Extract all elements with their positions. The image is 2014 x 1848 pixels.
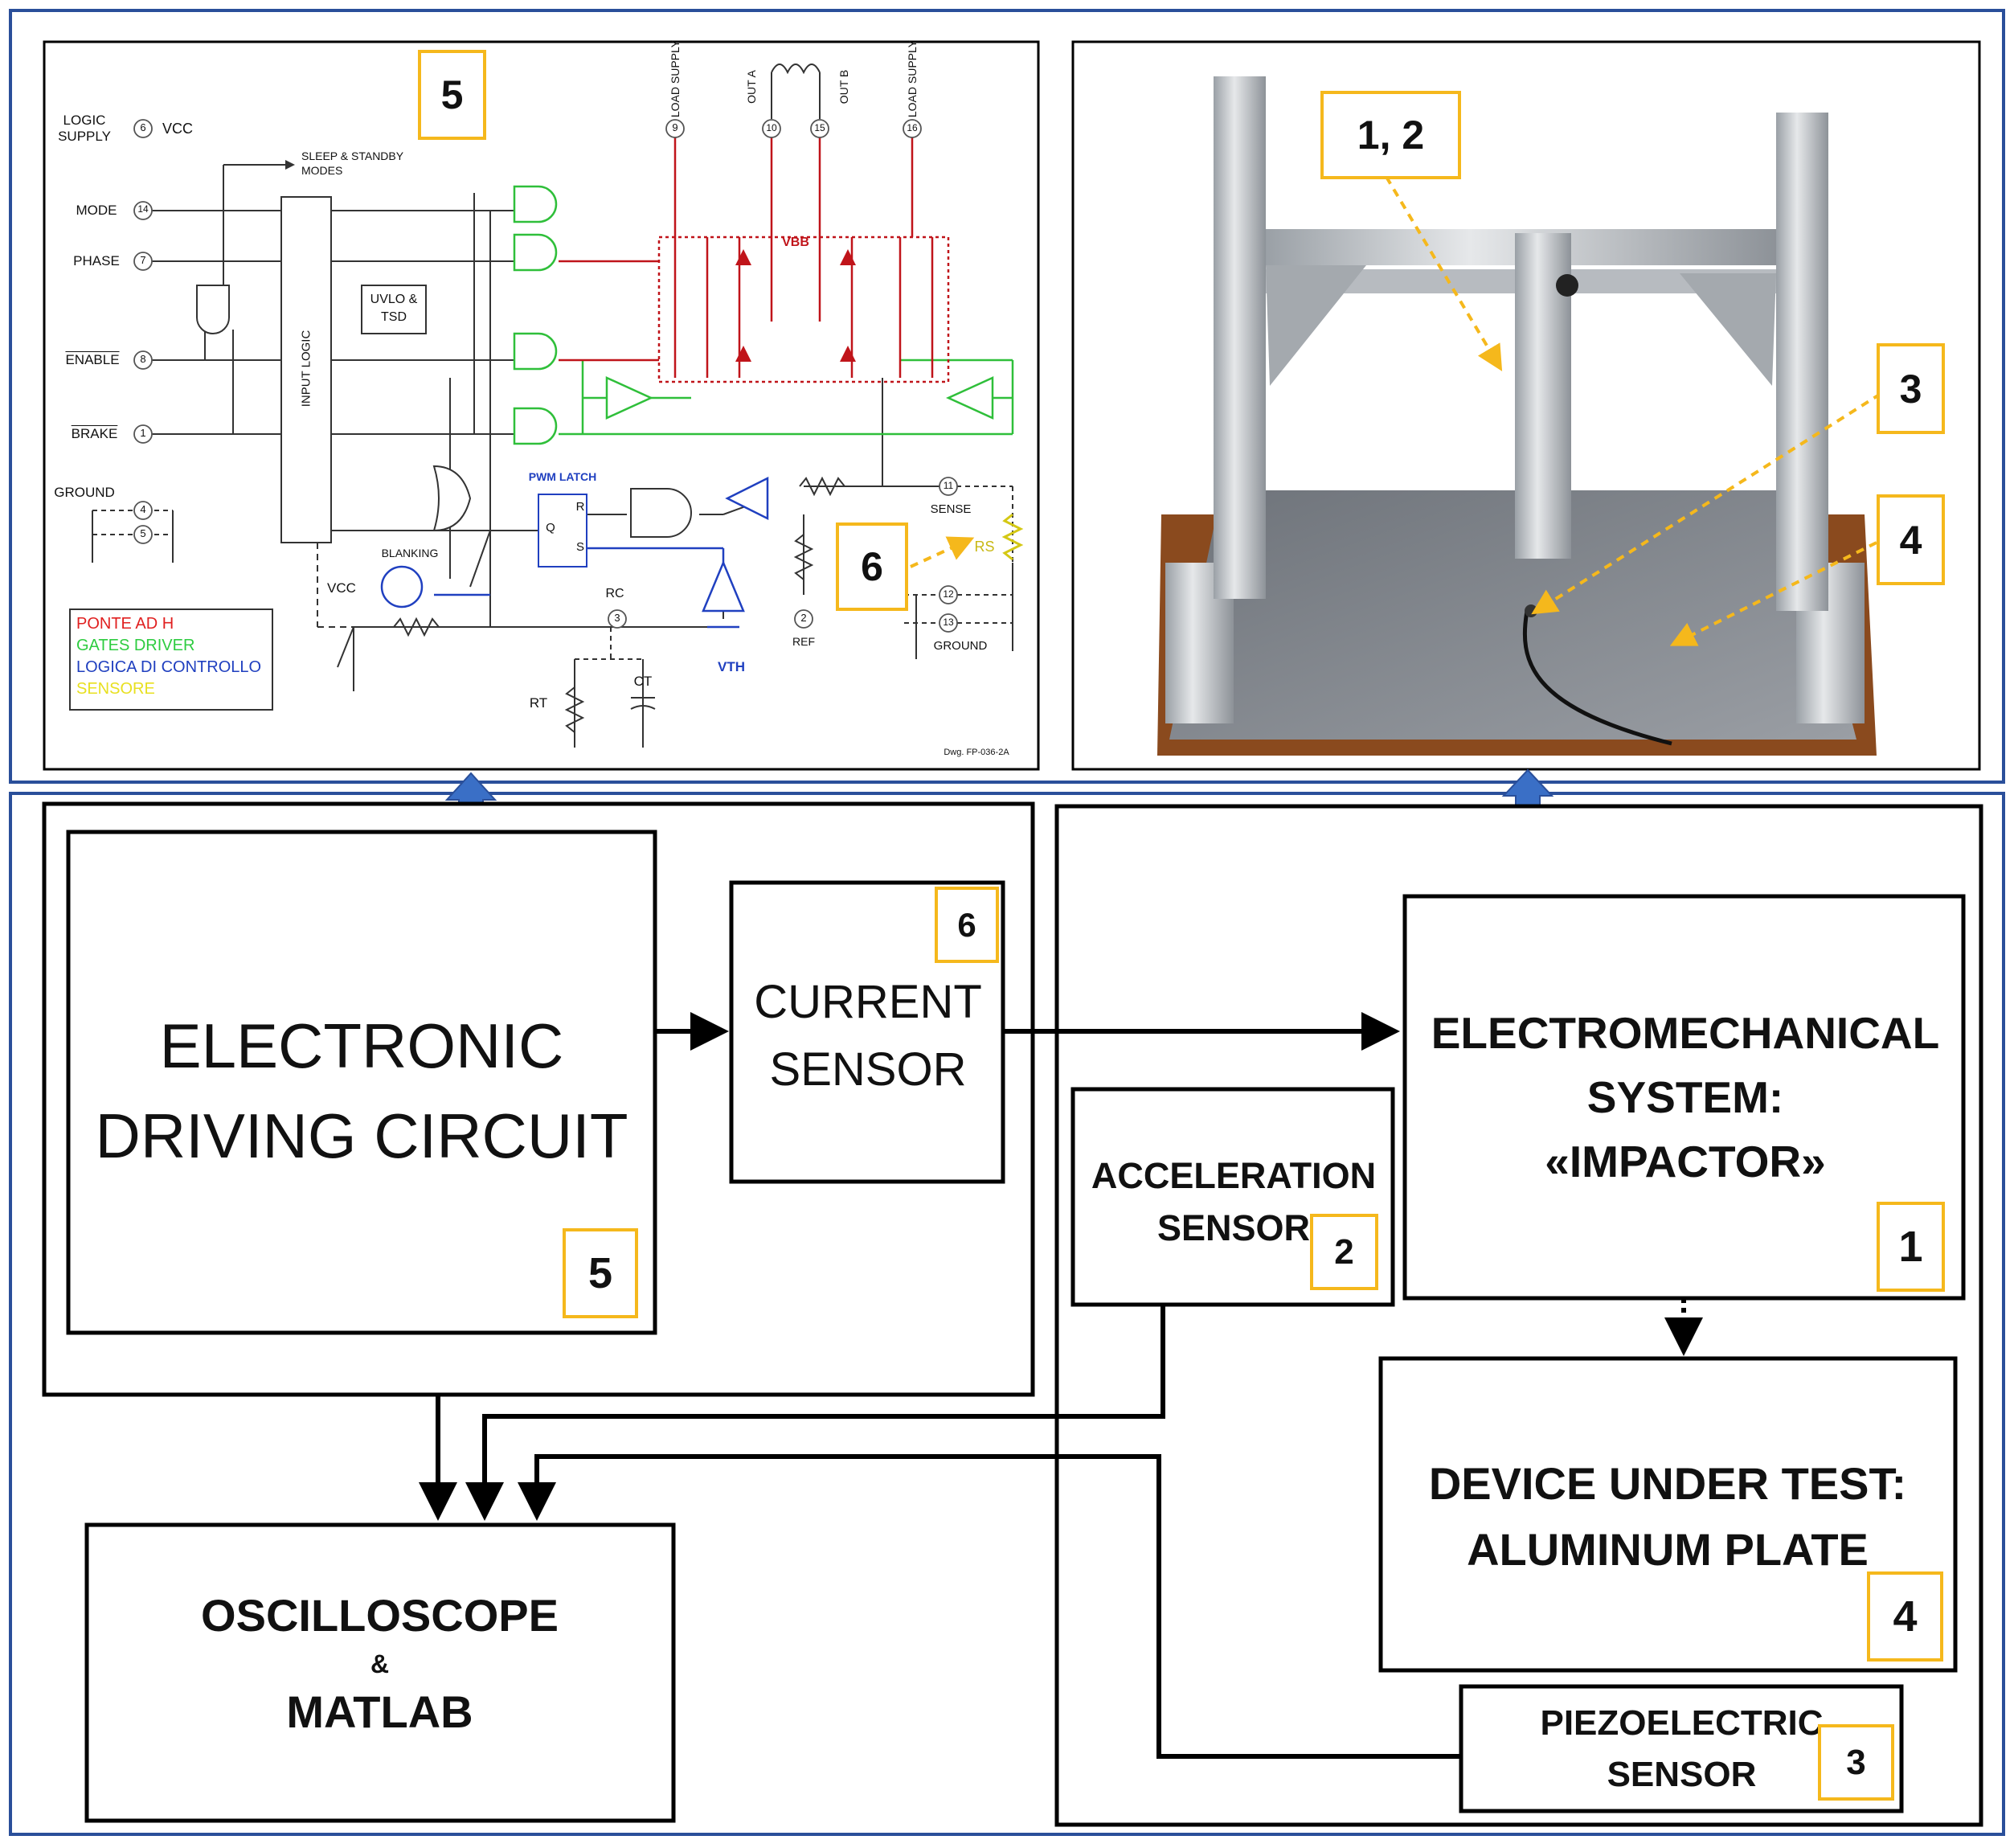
top-frame (9, 9, 2005, 784)
vcc-label: VCC (162, 121, 193, 137)
pin-9: 9 (672, 121, 678, 133)
sense-label: SENSE (930, 502, 972, 516)
latch-r-label: R (575, 500, 585, 514)
pin-11: 11 (943, 480, 954, 491)
mode-label: MODE (76, 203, 117, 218)
load-supply-1-label: LOAD SUPPLY (669, 39, 682, 118)
legend-entry-h-bridge: PONTE AD H (76, 615, 174, 633)
electromechanical-box (1402, 894, 1966, 1301)
acceleration-sensor-badge: 2 (1310, 1214, 1378, 1290)
device-under-test-title: DEVICE UNDER TEST: ALUMINUM PLATE (1428, 1458, 1907, 1575)
pin-14: 14 (137, 203, 149, 215)
pin-2: 2 (800, 612, 807, 624)
pin-8: 8 (140, 353, 146, 365)
dwg-label: Dwg. FP-036-2A (944, 748, 1009, 757)
circuit-sensor-badge: 6 (836, 522, 908, 611)
wire-accel-to-scope (465, 1305, 1165, 1521)
out-a-label: OUT A (745, 70, 758, 104)
electronic-driving-badge: 5 (563, 1228, 638, 1318)
input-logic-block (280, 196, 332, 543)
oscilloscope-title: OSCILLOSCOPE & MATLAB (201, 1590, 559, 1737)
callout-arrow-12 (1385, 175, 1503, 371)
pin-16: 16 (907, 122, 918, 133)
uvlo-label: UVLO & TSD (370, 293, 418, 324)
pwm-latch (538, 494, 587, 568)
blanking-label: BLANKING (381, 547, 439, 559)
vbb-label: VBB (782, 236, 809, 249)
legend-entry-gates: GATES DRIVER (76, 637, 195, 654)
acceleration-sensor-title: ACCELERATION SENSOR (1091, 1155, 1377, 1248)
vth-label: VTH (718, 659, 745, 674)
legend-entry-control: LOGICA DI CONTROLLO (76, 658, 262, 676)
latch-q-label: Q (546, 521, 555, 535)
circuit-badge: 5 (418, 50, 486, 140)
pwm-latch-label: PWM LATCH (528, 470, 597, 483)
load-supply-2-label: LOAD SUPPLY (906, 39, 919, 118)
photo-badge-3: 3 (1877, 343, 1945, 434)
sleep-label: SLEEP & STANDBY MODES (301, 150, 403, 177)
piezoelectric-badge: 3 (1818, 1724, 1894, 1801)
wire-piezo-to-scope (518, 1454, 1461, 1759)
current-sensor-title: CURRENT SENSOR (754, 976, 982, 1096)
vcc2-label: VCC (327, 580, 356, 596)
callout-arrow-3 (1531, 392, 1882, 615)
pin-10: 10 (766, 122, 777, 133)
enable-label: ENABLE (65, 352, 120, 367)
ground2-label: GROUND (933, 639, 988, 653)
ref-label: REF (792, 635, 815, 648)
rs-label: RS (974, 539, 995, 555)
logic-supply-label: LOGIC SUPPLY (58, 113, 111, 144)
current-sensor-badge: 6 (935, 887, 999, 963)
pin-15: 15 (814, 122, 825, 133)
latch-s-label: S (575, 540, 584, 554)
phase-label: PHASE (73, 253, 120, 268)
circuit-schematic-panel (43, 40, 1040, 771)
piezoelectric-title: PIEZOELECTRIC SENSOR (1540, 1703, 1824, 1794)
electromechanical-title: ELECTROMECHANICAL SYSTEM: «IMPACTOR» (1431, 1008, 1940, 1186)
electronic-driving-box (66, 830, 657, 1335)
legend-box (69, 608, 273, 711)
photo-badge-12: 1, 2 (1320, 91, 1461, 179)
pin-12: 12 (943, 588, 954, 600)
rc-label: RC (605, 587, 624, 600)
oscilloscope-box (84, 1522, 676, 1823)
photo-badge-4: 4 (1877, 494, 1945, 585)
input-logic-label: INPUT LOGIC (299, 330, 313, 408)
pin-13: 13 (943, 617, 954, 628)
pin-3: 3 (614, 612, 620, 624)
device-under-test-box (1378, 1356, 1958, 1673)
pin-1: 1 (140, 427, 146, 439)
pin-7: 7 (140, 254, 146, 266)
pin-4: 4 (140, 503, 146, 515)
ground-label: GROUND (54, 485, 115, 500)
electromechanical-badge: 1 (1877, 1202, 1945, 1292)
impactor-photo-panel (1071, 40, 1981, 771)
device-under-test-badge: 4 (1867, 1571, 1943, 1662)
bottom-frame (9, 792, 2005, 1836)
rt-label: RT (529, 695, 548, 711)
pin-6: 6 (140, 121, 146, 133)
ct-label: CT (633, 674, 653, 689)
legend-entry-sensor: SENSORE (76, 680, 155, 698)
brake-label: BRAKE (71, 426, 118, 441)
electronic-driving-title: ELECTRONIC DRIVING CIRCUIT (95, 1010, 628, 1171)
aluminum-plate-photo (1169, 490, 1856, 740)
pin-5: 5 (140, 527, 146, 539)
callout-arrow-6 (910, 536, 975, 568)
out-b-label: OUT B (837, 69, 850, 104)
uvlo-box (361, 285, 427, 334)
